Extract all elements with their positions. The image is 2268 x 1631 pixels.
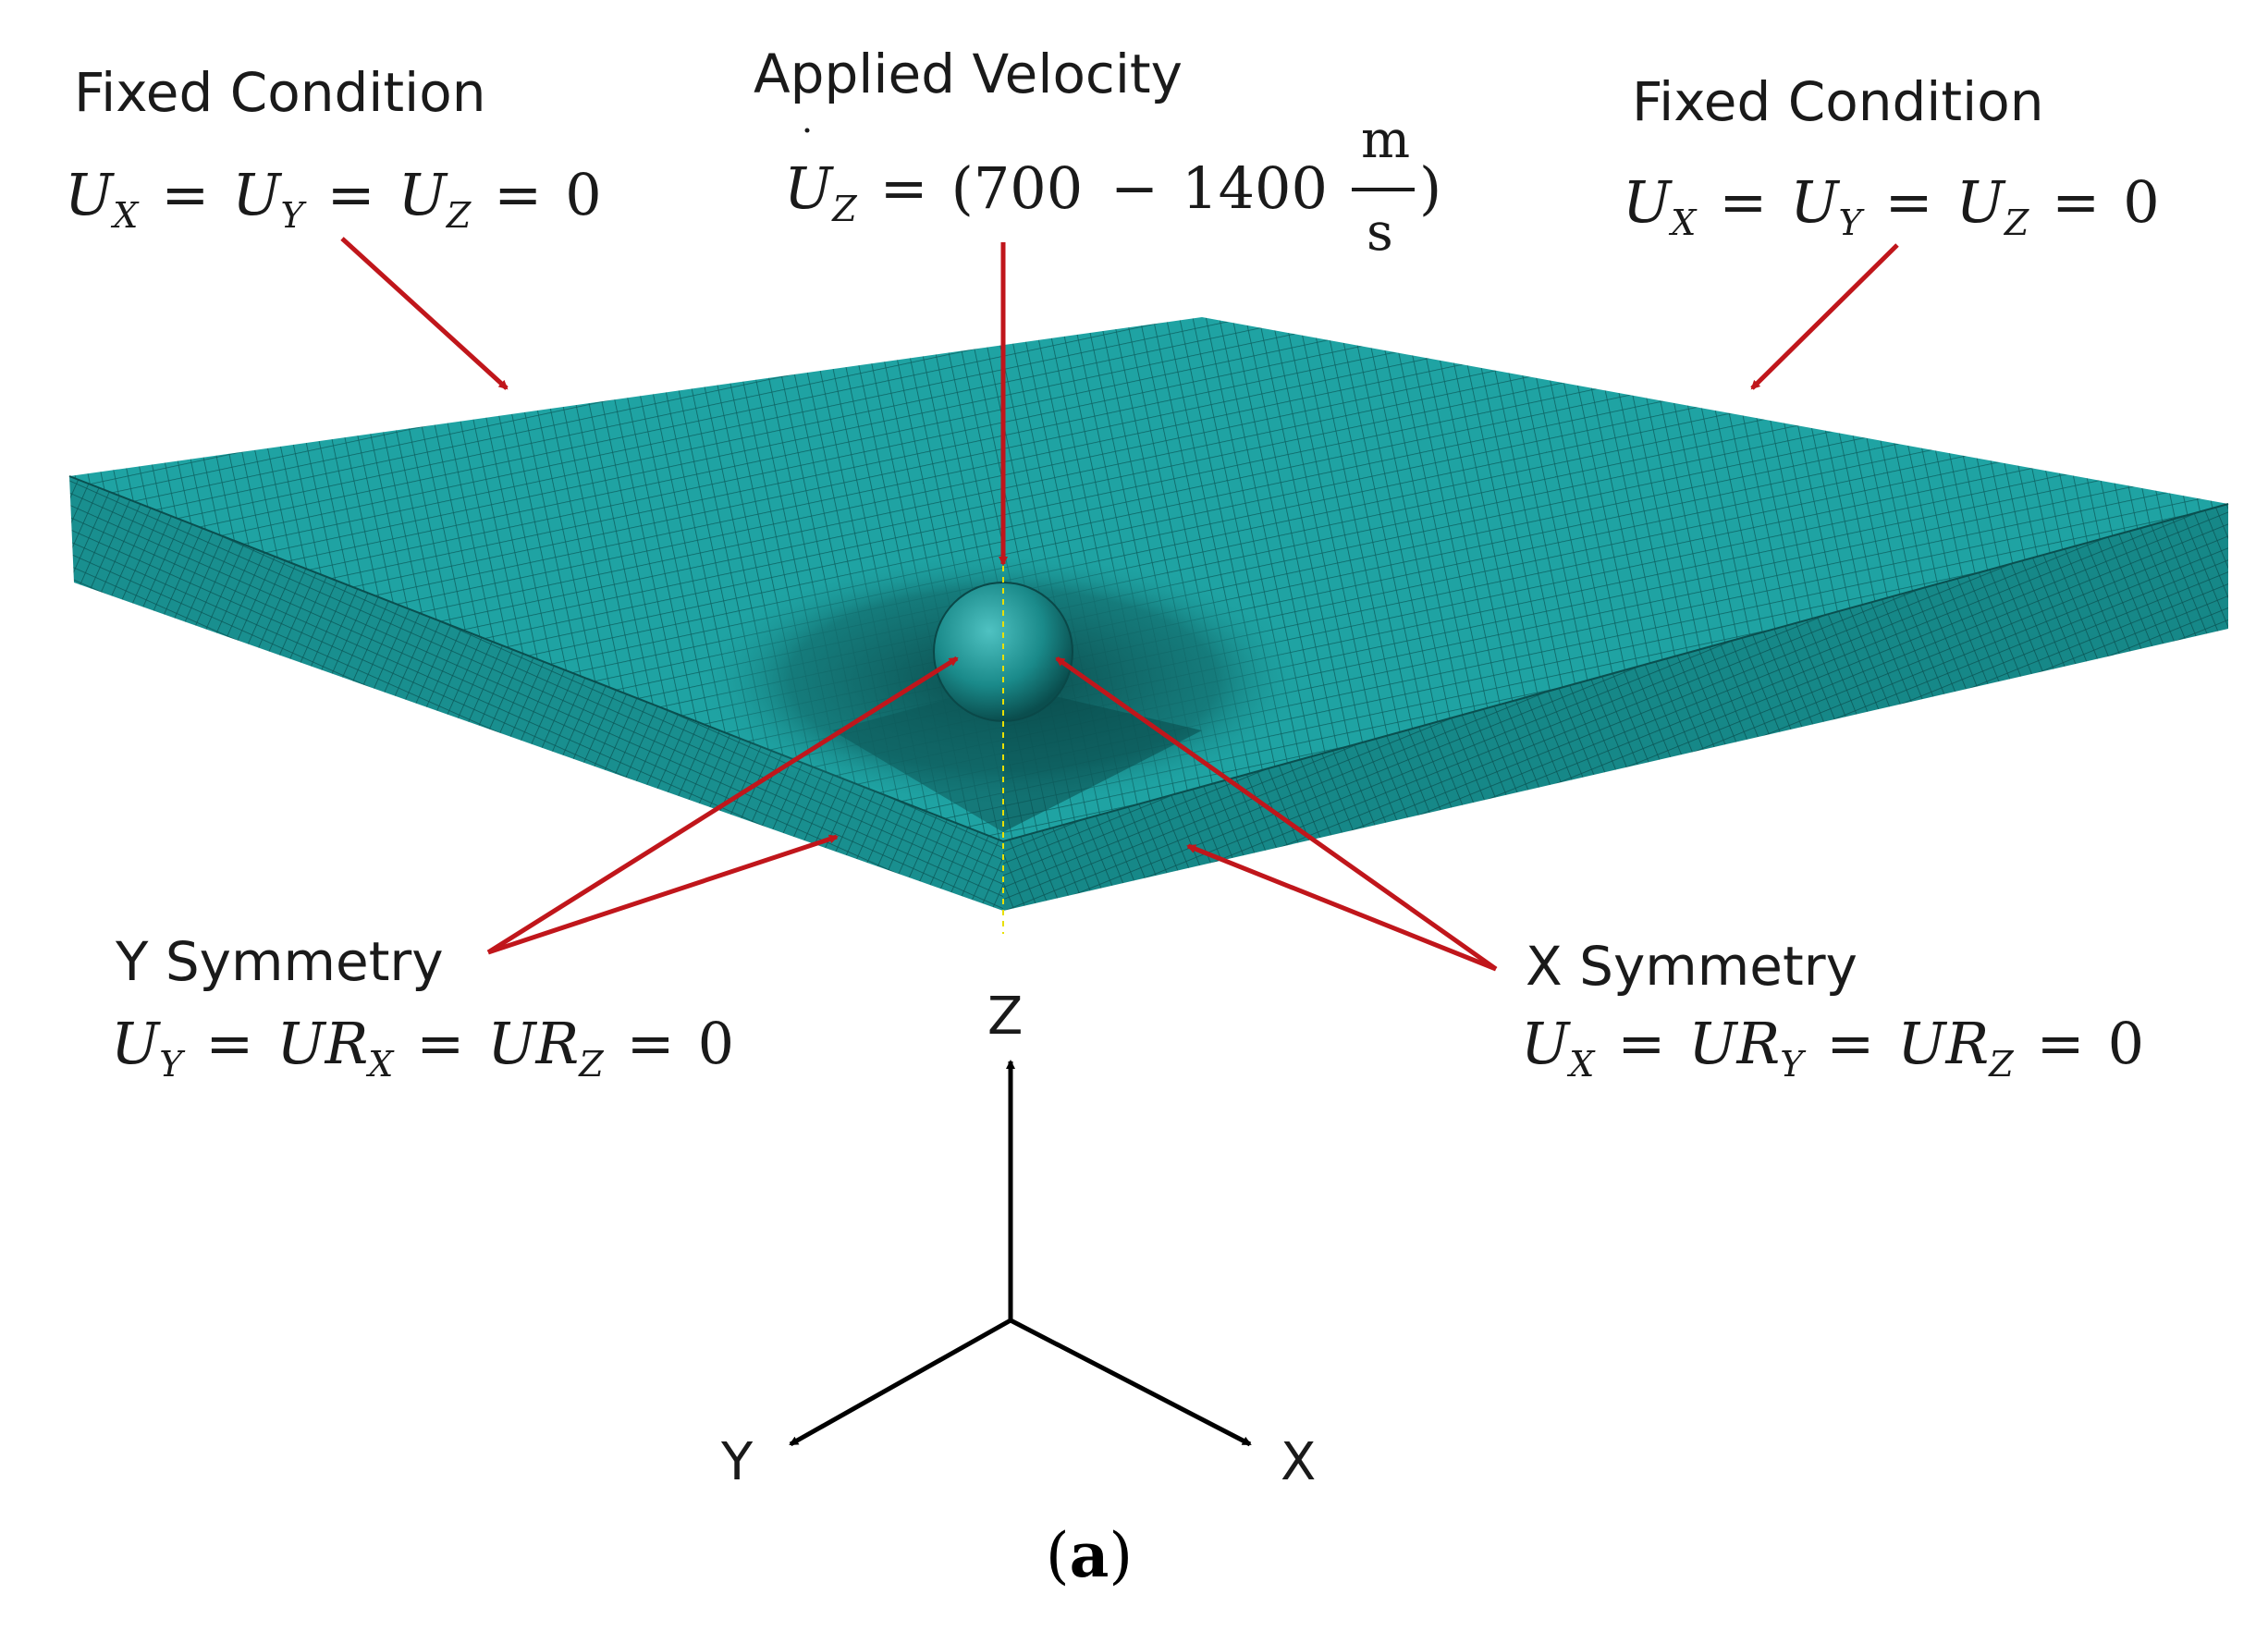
x-axis-label: X	[1281, 1432, 1316, 1492]
plate-right-side-face	[1003, 504, 2228, 911]
figure-caption: (a)	[1046, 1519, 1133, 1591]
velocity-unit-denominator: s	[1367, 202, 1393, 263]
x-axis-arrow	[1009, 1318, 1252, 1447]
velocity-unit-numerator: m	[1361, 110, 1410, 170]
plate-left-side-face	[69, 476, 1003, 911]
label-x-symmetry: X Symmetry UX=URY=URZ=0	[1521, 935, 2144, 1085]
annotation-arrows	[340, 237, 1899, 972]
label-fixed-condition-right: Fixed Condition UX=UY=UZ=0	[1623, 70, 2160, 243]
y-axis-arrow	[789, 1318, 1012, 1447]
arrow-x-sym-to-crater	[1055, 656, 1498, 972]
x-symmetry-title: X Symmetry	[1526, 935, 1857, 998]
meshed-plate	[68, 317, 2229, 934]
arrow-x-sym-to-side	[1186, 843, 1497, 972]
y-symmetry-equation: UY=URX=URZ=0	[111, 1010, 734, 1085]
arrow-y-sym-to-side	[487, 834, 839, 955]
crater-cut-left	[832, 684, 1003, 832]
y-axis-label: Y	[720, 1432, 754, 1492]
applied-velocity-title: Applied Velocity	[754, 43, 1183, 105]
label-applied-velocity: Applied Velocity UZ=(700−1400 ˙ m s )	[754, 43, 1441, 263]
fixed-condition-left-title: Fixed Condition	[74, 61, 486, 124]
fixed-condition-right-equation: UX=UY=UZ=0	[1623, 168, 2160, 243]
applied-velocity-equation: UZ=(700−1400	[784, 154, 1328, 229]
arrow-fixed-right	[1750, 243, 1899, 390]
velocity-dot-accent: ˙	[797, 122, 817, 169]
fixed-condition-left-equation: UX=UY=UZ=0	[65, 161, 602, 236]
fixed-condition-right-title: Fixed Condition	[1632, 70, 2044, 133]
arrow-y-sym-to-crater	[486, 656, 959, 955]
arrow-fixed-left	[340, 237, 509, 390]
y-symmetry-title: Y Symmetry	[115, 930, 444, 993]
label-fixed-condition-left: Fixed Condition UX=UY=UZ=0	[65, 61, 602, 236]
x-symmetry-equation: UX=URY=URZ=0	[1521, 1010, 2144, 1085]
coordinate-axes	[789, 1060, 1252, 1447]
z-axis-label: Z	[987, 987, 1023, 1047]
velocity-close-paren: )	[1419, 154, 1441, 222]
crater-cut-right	[1003, 684, 1202, 832]
label-y-symmetry: Y Symmetry UY=URX=URZ=0	[111, 930, 734, 1085]
